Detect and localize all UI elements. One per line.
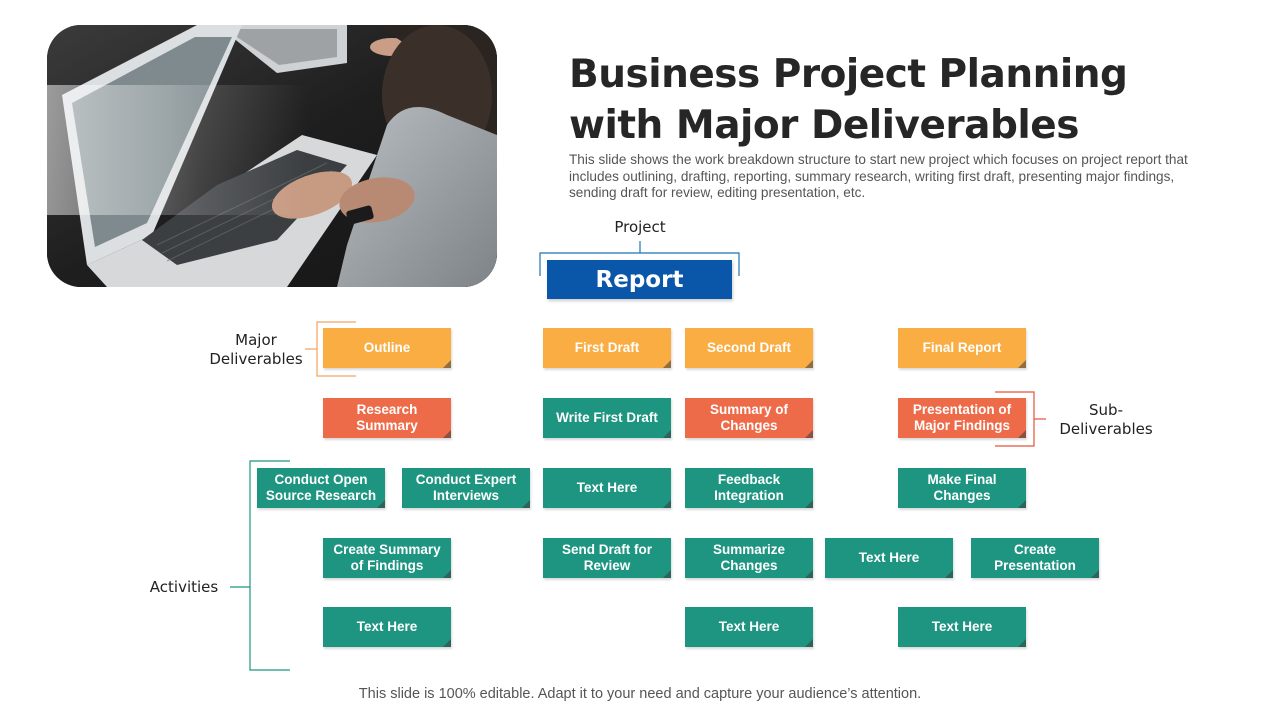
text-here-box: Text Here <box>685 607 813 647</box>
create-presentation-box: Create Presentation <box>971 538 1099 578</box>
second-draft-box: Second Draft <box>685 328 813 368</box>
write-first-draft-box: Write First Draft <box>543 398 671 438</box>
make-final-changes-box: Make Final Changes <box>898 468 1026 508</box>
text-here-box: Text Here <box>825 538 953 578</box>
project-label: Project <box>614 218 666 236</box>
report-box: Report <box>547 260 732 299</box>
page-title: Business Project Planning with Major Del… <box>569 52 1128 148</box>
research-summary-box: Research Summary <box>323 398 451 438</box>
feedback-integration-box: Feedback Integration <box>685 468 813 508</box>
laptop-photo <box>47 25 497 287</box>
conduct-open-source-box: Conduct Open Source Research <box>257 468 385 508</box>
text-here-box: Text Here <box>898 607 1026 647</box>
activities-label: Activities <box>149 578 219 596</box>
footer-note: This slide is 100% editable. Adapt it to… <box>358 686 922 702</box>
major-deliverables-label: Major Deliverables <box>209 331 303 368</box>
final-report-box: Final Report <box>898 328 1026 368</box>
activities-bracket <box>249 460 290 671</box>
summary-of-changes-box: Summary of Changes <box>685 398 813 438</box>
first-draft-box: First Draft <box>543 328 671 368</box>
page-subtitle: This slide shows the work breakdown stru… <box>569 152 1188 200</box>
sub-deliverables-label: Sub- Deliverables <box>1059 401 1153 438</box>
project-bracket <box>539 252 740 276</box>
presentation-findings-box: Presentation of Major Findings <box>898 398 1026 438</box>
text-here-box: Text Here <box>543 468 671 508</box>
conduct-expert-box: Conduct Expert Interviews <box>402 468 530 508</box>
text-here-box: Text Here <box>323 607 451 647</box>
summarize-changes-box: Summarize Changes <box>685 538 813 578</box>
send-draft-review-box: Send Draft for Review <box>543 538 671 578</box>
create-summary-findings-box: Create Summary of Findings <box>323 538 451 578</box>
outline-box: Outline <box>323 328 451 368</box>
